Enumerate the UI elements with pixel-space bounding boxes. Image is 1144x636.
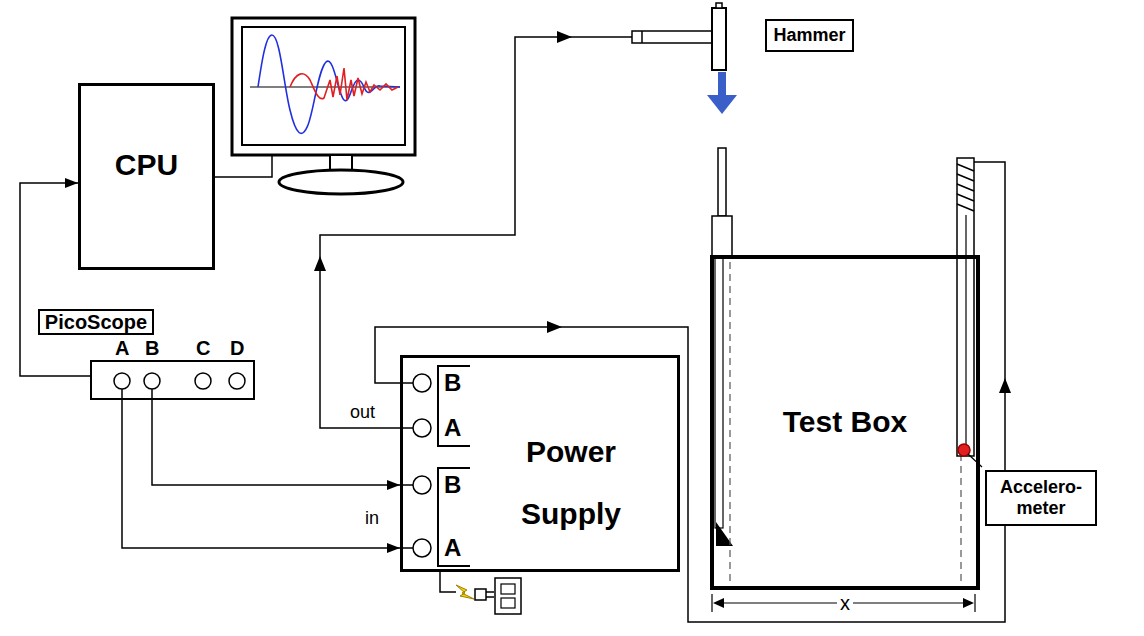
node-text: PicoScope <box>38 309 154 335</box>
power-supply-box: Power Supply <box>400 355 680 572</box>
hammer-signal-trace <box>258 35 400 133</box>
impact-arrow <box>707 95 737 114</box>
impact-arrow <box>718 72 726 96</box>
signal-cable <box>152 400 400 490</box>
outlet-socket <box>501 584 515 594</box>
channel-jack <box>114 373 130 389</box>
node-text: Accelero- meter <box>993 477 1089 518</box>
supply-jack <box>413 374 431 392</box>
channel-bracket <box>438 366 470 566</box>
computer-box: CPU <box>78 83 215 270</box>
wire-arrow <box>314 256 326 271</box>
monitor-bezel <box>232 18 415 155</box>
hammer-handle <box>632 31 712 43</box>
callout-box: Hammer <box>765 19 854 52</box>
pin-label: in <box>362 509 382 527</box>
cable-line <box>122 400 400 548</box>
wire-arrow <box>999 378 1011 393</box>
pin-label: A <box>441 416 464 440</box>
outlet-socket <box>501 598 515 608</box>
sensor-rod-core <box>965 215 966 456</box>
dimension-line <box>712 594 975 612</box>
hammer-cap <box>716 3 722 8</box>
monitor-cable <box>215 155 272 177</box>
node-text: CPU <box>115 148 178 183</box>
wall-line <box>730 262 961 586</box>
power-cord <box>440 572 456 592</box>
channel-jack <box>144 373 160 389</box>
wall-outlet <box>495 578 521 614</box>
hammer-wire <box>320 37 632 428</box>
pin-label: x <box>837 593 853 613</box>
strike-rod-sleeve <box>712 216 732 258</box>
pin-label: D <box>227 338 247 358</box>
lightning-bolt <box>456 585 474 599</box>
dimension-arrow <box>713 598 724 608</box>
pin-label: A <box>112 338 132 358</box>
wire-arrow <box>557 31 572 43</box>
oscilloscope-box: PicoScope <box>90 360 255 400</box>
arrow-head <box>65 178 78 188</box>
accelerometer-signal-trace <box>290 68 398 100</box>
spring-coil <box>957 164 974 211</box>
pin-label: B <box>441 371 464 395</box>
strike-rod <box>715 258 723 528</box>
supply-jack <box>413 539 431 557</box>
monitor-base <box>279 170 403 194</box>
strike-rod <box>718 148 726 216</box>
hammer-head <box>712 8 726 70</box>
pin-label: B <box>142 338 162 358</box>
node-text: Test Box <box>783 405 907 440</box>
callout-box: Accelero- meter <box>985 470 1097 526</box>
arrow-head <box>387 480 400 490</box>
monitor-screen <box>242 27 405 145</box>
pin-label: out <box>347 403 378 421</box>
pin-label: C <box>193 338 213 358</box>
arrow-head <box>387 543 400 553</box>
signal-cable <box>122 400 400 553</box>
test-box: Test Box <box>710 255 980 590</box>
sensor-rod <box>957 158 974 456</box>
plug <box>475 589 486 600</box>
node-text: Power Supply <box>491 421 651 545</box>
cable-line <box>152 400 400 485</box>
channel-jack <box>229 373 245 389</box>
pin-label: B <box>441 473 464 497</box>
supply-jack <box>413 476 431 494</box>
supply-jack <box>413 419 431 437</box>
plug-prong <box>486 592 494 597</box>
wire-arrow <box>547 321 562 333</box>
hammer-handle-collar <box>641 31 643 43</box>
node-text: Hammer <box>773 25 845 46</box>
channel-jack <box>195 373 211 389</box>
pin-label: A <box>441 536 464 560</box>
dimension-arrow <box>963 598 974 608</box>
accelerometer-wire <box>375 162 1005 622</box>
